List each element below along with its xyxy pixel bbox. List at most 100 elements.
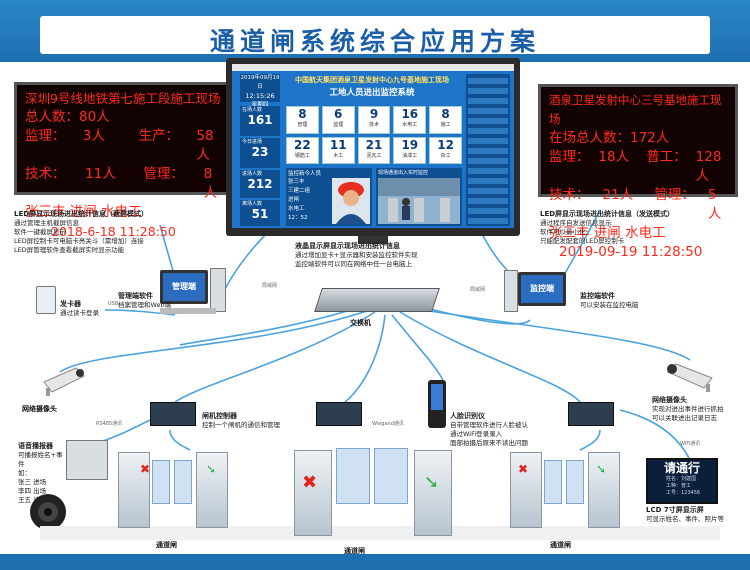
stat-visitors: 进场人数 212 [240, 170, 280, 198]
voice-broadcaster-device [66, 440, 108, 480]
gate-camera-title: 现场通道出入实时监控 [376, 168, 462, 177]
led-left-value: 8人 [204, 165, 225, 203]
cable-to-face [392, 315, 445, 385]
led-left-row4: 技术： 11人 管理： 8人 [25, 165, 225, 203]
desc-line: 通过增加显卡+显示器和安装监控软件实现 [295, 251, 465, 260]
desc-line: LED屏控制卡可电脑卡亮关斗（需增加）连接 [14, 237, 204, 246]
led-left-label: 管理： [143, 165, 203, 203]
monitor-pc-tower [504, 270, 518, 312]
gate-controller-right [568, 402, 614, 426]
face-recognition-device [428, 380, 446, 428]
card-issuer-description: 发卡器 通过读卡登录 [60, 300, 130, 318]
cable-to-camera-right [410, 308, 690, 360]
desc-line: 自带管理软件进行人脸被认 [450, 421, 530, 430]
led-left-description: LED屏显示现场进出统计信息（截屏模式） 通过管理主机截屏信息 软件一键截屏显示… [14, 210, 204, 255]
job-tile: 9技术 [358, 106, 391, 134]
stat-label: 进场人数 [240, 170, 280, 177]
lan-right-label: 局域网 [470, 286, 485, 293]
desc-line: 监控端软件可以同在网络中任一台电脑上 [295, 260, 465, 269]
tile-label: 水电工 [394, 121, 425, 128]
window-titlebar [232, 64, 514, 71]
led-right-line1: 酒泉卫星发射中心三号基地施工现场 [549, 91, 727, 129]
led-left-desc-heading: LED屏显示现场进出统计信息（截屏模式） [14, 210, 148, 218]
led-right-line2: 在场总人数：172人 [549, 129, 727, 148]
footer-bar [0, 554, 750, 570]
led-right-value: 128人 [696, 148, 727, 186]
desc-line: 面部拍摄后原来不读出问题 [450, 439, 530, 448]
job-tile: 12杂工 [429, 137, 462, 165]
camera-right-icon [656, 358, 716, 394]
gate-mid-post2 [414, 450, 452, 536]
tile-count: 9 [359, 107, 390, 121]
job-tile: 11木工 [322, 137, 355, 165]
desc-line: 控制一个闸机的通信和管理 [202, 421, 302, 430]
network-switch [314, 288, 440, 312]
stat-label: 今日进场 [240, 138, 280, 145]
stat-value: 161 [240, 113, 280, 127]
desc-line: 可以安装在监控电脑 [580, 301, 680, 310]
stat-total-in: 在场人数 161 [240, 106, 280, 136]
gate-mid-glass [336, 448, 370, 504]
led-left-value: 11人 [85, 165, 143, 203]
desc-line: LED屏管理软件查看截屏实时显示功能 [14, 246, 204, 255]
lcd-line: 姓名：刘建国 [648, 476, 716, 483]
desc-line: 实现对进出事件进行抓拍 [652, 405, 744, 414]
tile-count: 8 [287, 107, 318, 121]
desc-line: 通过读卡登录 [60, 309, 130, 318]
tile-label: 钢筋工 [287, 152, 318, 159]
stat-value: 212 [240, 177, 280, 191]
cable-controller-gate-left [170, 430, 190, 450]
wifi-label: WiFi通讯 [680, 440, 700, 447]
tile-label: 监理 [323, 121, 354, 128]
led-right-row3: 监理： 18人 普工： 128人 [549, 148, 727, 186]
stat-label: 在场人数 [240, 106, 280, 113]
gate-right-glass [544, 460, 562, 504]
tile-count: 21 [359, 138, 390, 152]
voice-heading: 语音播报器 [18, 442, 53, 450]
desc-line: 只能配发配套的LED屏控制卡 [540, 237, 740, 246]
led-left-label: 技术： [25, 165, 85, 203]
camera-right-heading: 网络摄像头 [652, 396, 687, 404]
lcd-display: 请通行 姓名：刘建国 工种：普工 工号：123456 [646, 458, 718, 504]
person-name: 张三丰 [288, 178, 310, 187]
tile-label: 木工 [323, 152, 354, 159]
admin-tower [210, 268, 226, 312]
lan-left-label: 局域网 [262, 282, 277, 289]
monitor-pc-description: 监控端软件 可以安装在监控电脑 [580, 292, 680, 310]
person-job: 水电工 [288, 205, 310, 214]
stat-label: 离场人数 [240, 200, 280, 207]
tile-count: 12 [430, 138, 461, 152]
usb-label: USB [108, 301, 118, 307]
job-tile: 22钢筋工 [286, 137, 319, 165]
admin-description: 管理端软件 档案管理和Web端 [118, 292, 198, 310]
led-left-line1: 深圳9号线地铁第七施工段施工现场 [25, 89, 225, 108]
record-list[interactable] [466, 74, 510, 226]
deny-icon: ✖ [518, 462, 528, 476]
tile-label: 技术 [359, 121, 390, 128]
camera-left-icon [40, 362, 92, 398]
tile-count: 19 [394, 138, 425, 152]
gate-mid-glass [374, 448, 408, 504]
desc-line: 通过WiFi登录录入 [450, 430, 530, 439]
controller-description: 闸机控制器 控制一个闸机的通信和管理 [202, 412, 302, 430]
led-right-value: 18人 [598, 148, 646, 186]
tile-count: 8 [430, 107, 461, 121]
face-heading: 人脸识别仪 [450, 412, 485, 420]
led-left-value: 3人 [83, 127, 139, 165]
worker-photo [332, 178, 370, 224]
gate-camera-panel: 现场通道出入实时监控 [376, 168, 462, 226]
desc-line: 张三 进场 [18, 478, 68, 487]
deny-icon: ✖ [140, 462, 150, 476]
switch-label: 交换机 [350, 318, 371, 328]
tile-label: 杂工 [430, 152, 461, 159]
monitor-pc-screen: 监控端 [518, 272, 566, 306]
gate-photo [378, 178, 460, 224]
desc-line: 可播报姓名+事件 [18, 451, 68, 469]
controller-heading: 闸机控制器 [202, 412, 237, 420]
monitor-pc-label: 监控端 [521, 275, 563, 303]
arrow-icon: ➘ [424, 472, 439, 493]
date-text: 2019年09月19日 [240, 74, 280, 92]
